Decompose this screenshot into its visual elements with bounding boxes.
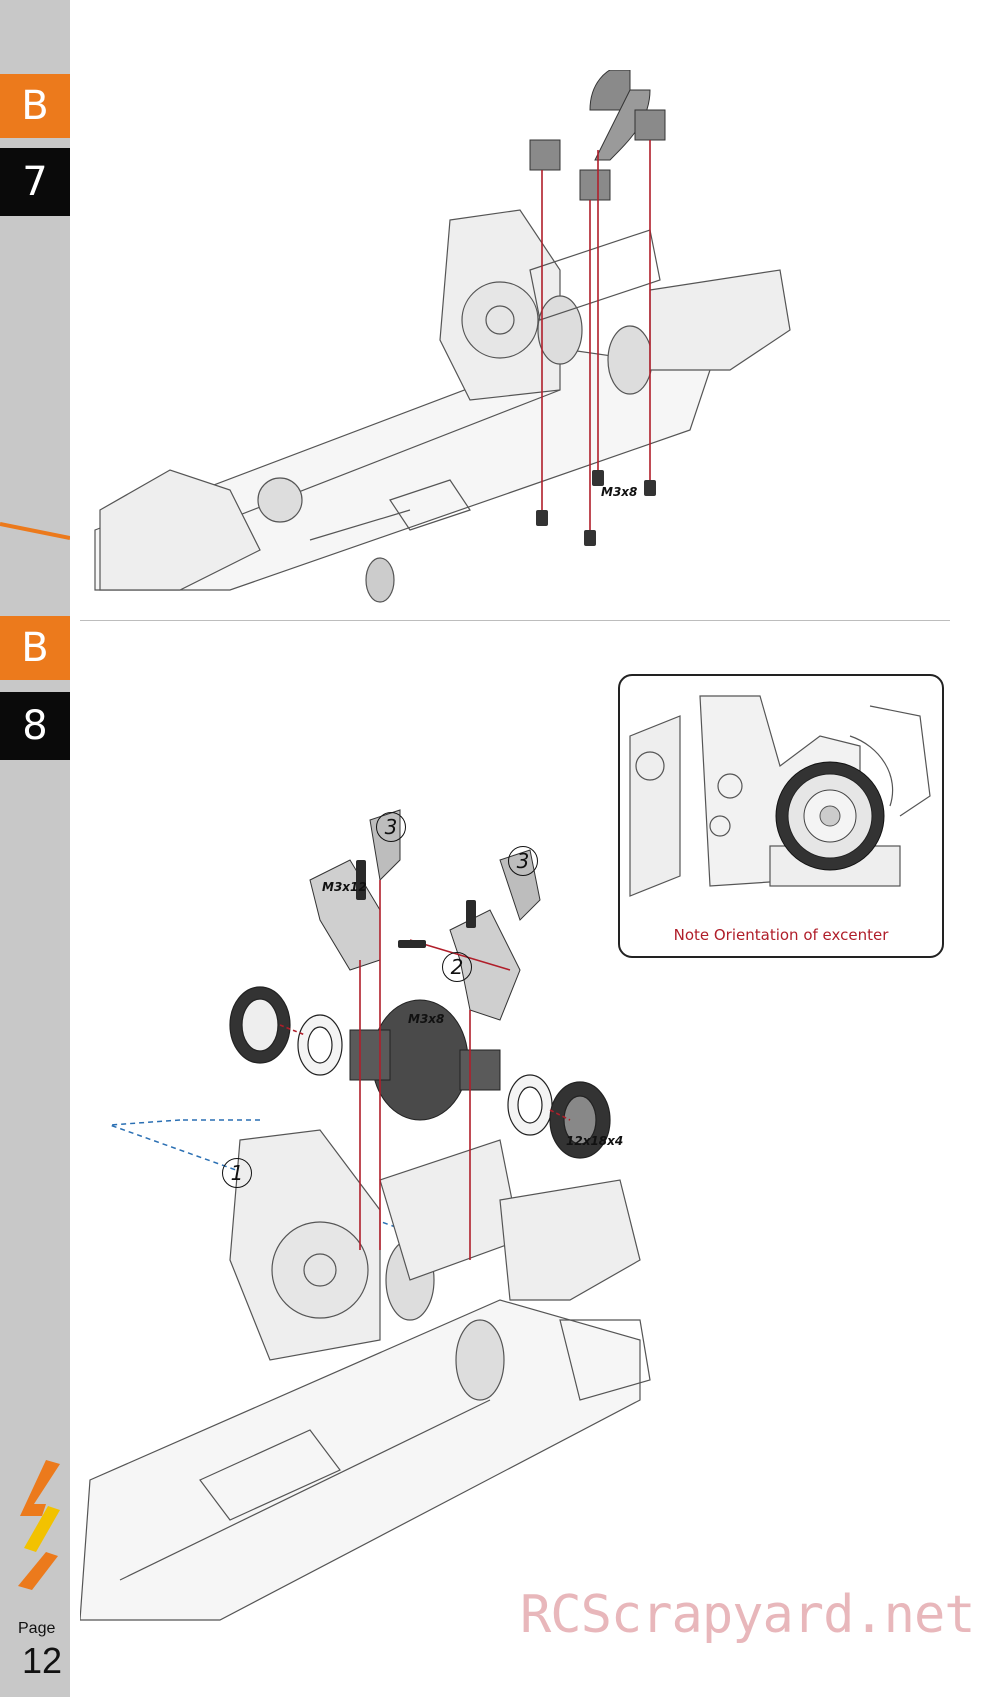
step8-assembly-diagram: [80, 809, 651, 1621]
note-inset-illustration: [629, 695, 931, 897]
step-number-tab: 7: [0, 148, 70, 216]
note-inset-box: Note Orientation of excenter: [618, 674, 944, 958]
step8-callout-3: 3: [508, 846, 538, 876]
step8-callout-2: 2: [442, 952, 472, 982]
step7-assembly-diagram: [94, 70, 791, 603]
section-divider: [80, 620, 950, 621]
step8-callout-1: 1: [222, 1158, 252, 1188]
brand-logo-icon: [18, 1460, 60, 1590]
step8-screw-size-label: M3x8: [408, 1012, 445, 1026]
step-letter-tab: B: [0, 74, 70, 138]
note-caption: Note Orientation of excenter: [673, 926, 889, 944]
step7-screw-size-label: M3x8: [601, 485, 638, 499]
step-number-tab: 8: [0, 692, 70, 760]
step8-callout-3: 3: [376, 812, 406, 842]
step8-screw-size-label: M3x12: [322, 880, 367, 894]
orange-accent-stroke: [0, 522, 70, 540]
watermark-text: RCScrapyard.net: [520, 1585, 976, 1645]
page-number: 12: [22, 1640, 63, 1681]
step8-bearing-size-label: 12x18x4: [566, 1134, 624, 1148]
step-letter-tab: B: [0, 616, 70, 680]
sidebar: B 7 B 8 Page 12: [0, 0, 70, 1697]
page-label: Page: [18, 1620, 56, 1637]
